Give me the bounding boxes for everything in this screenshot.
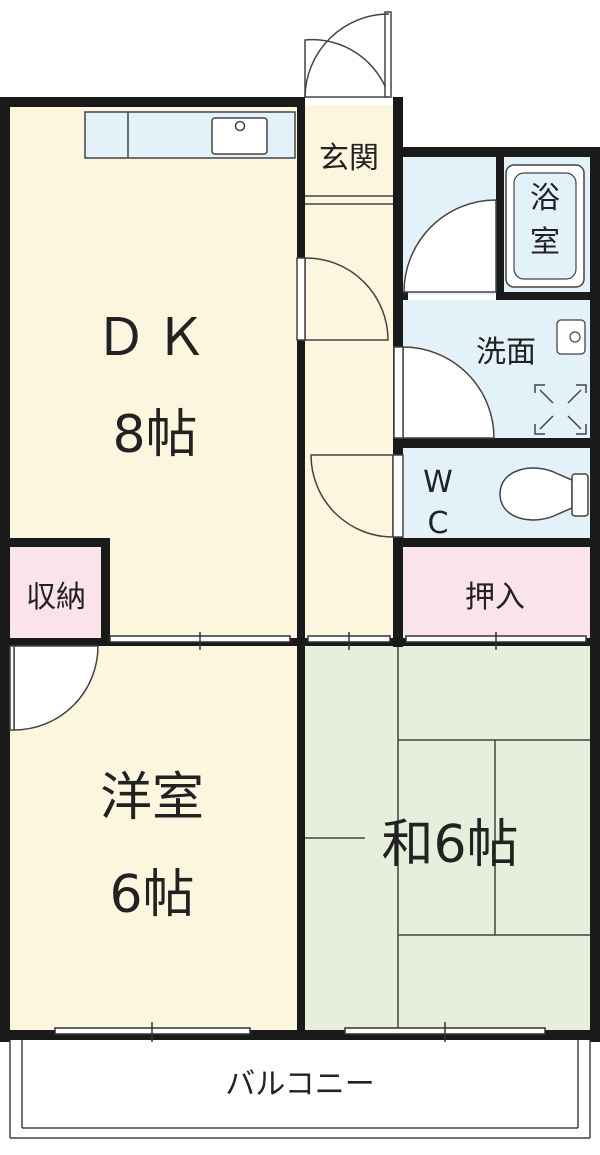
hallway-floor xyxy=(303,105,395,640)
storage-floor xyxy=(10,545,105,640)
sink-drain-icon xyxy=(234,120,246,132)
tatami-lines xyxy=(303,645,590,1030)
doors xyxy=(9,11,497,731)
closet-floor xyxy=(400,545,590,640)
dk-label: ＤＫ xyxy=(95,308,215,368)
faucet-knob-icon xyxy=(569,331,581,343)
storage-label: 収納 xyxy=(26,580,86,615)
entrance-lines xyxy=(305,195,393,205)
dk-floor-lower xyxy=(105,540,300,640)
sink-icon xyxy=(211,117,268,155)
western-room-label: 洋室 xyxy=(100,768,204,828)
wc-label-c: C xyxy=(428,506,449,541)
balcony-label: バルコニー xyxy=(225,1067,374,1102)
faucet-icon xyxy=(556,319,586,355)
toilet-icon xyxy=(499,467,589,521)
dk-size-label: 8帖 xyxy=(112,405,197,465)
bath-label-bottom: 室 xyxy=(530,225,560,260)
washroom-label: 洗面 xyxy=(476,335,536,370)
sliding-doors xyxy=(54,632,587,1042)
balcony-floor xyxy=(10,1040,590,1140)
bath-label-top: 浴 xyxy=(530,181,560,216)
bathtub-inner xyxy=(513,172,577,280)
balcony-outline xyxy=(9,1040,591,1139)
dk-floor xyxy=(10,105,300,540)
entrance-label: 玄関 xyxy=(319,141,379,176)
washer-space-icon xyxy=(534,384,587,435)
wc-label-w: W xyxy=(423,465,453,500)
japanese-room-label: 和6帖 xyxy=(381,815,518,875)
closet-label: 押入 xyxy=(465,580,525,615)
western-room-size-label: 6帖 xyxy=(109,865,194,925)
